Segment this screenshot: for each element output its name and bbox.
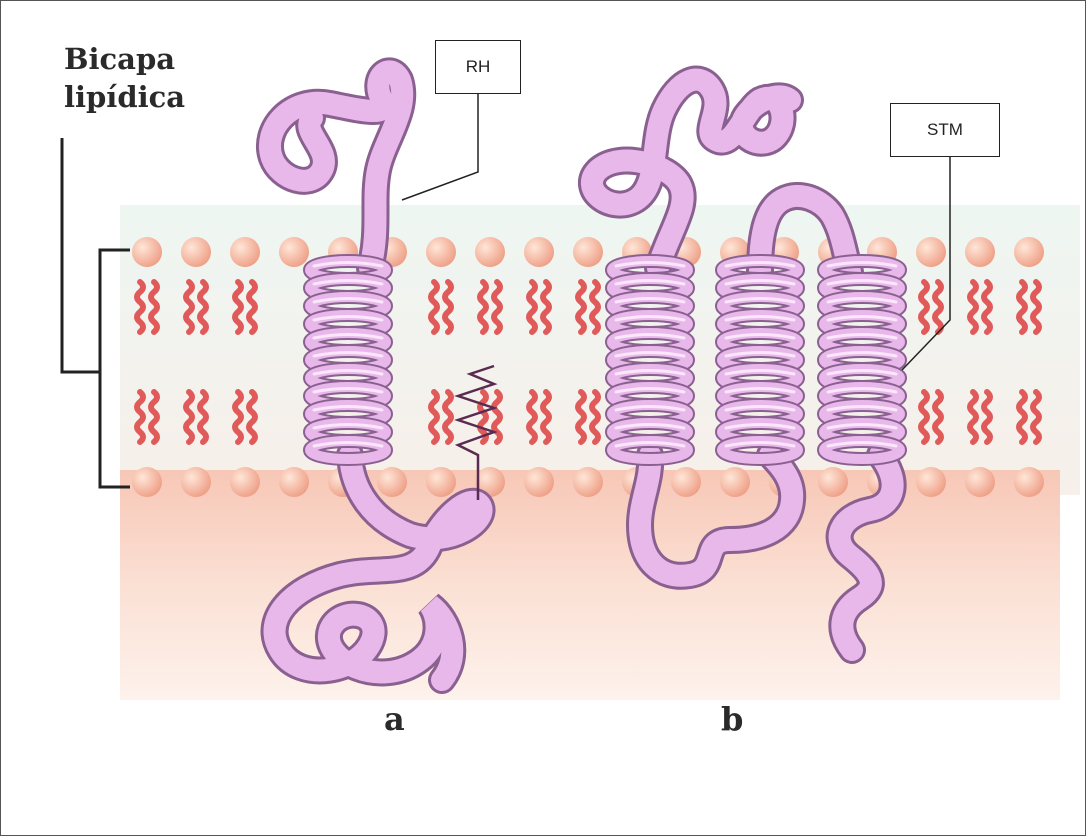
callout-rh: RH bbox=[435, 40, 521, 94]
lipid-head bbox=[1014, 237, 1044, 267]
callout-stm: STM bbox=[890, 103, 1000, 157]
lipid-head bbox=[1014, 467, 1044, 497]
lipid-head bbox=[916, 467, 946, 497]
lipid-head bbox=[524, 467, 554, 497]
lipid-head bbox=[671, 467, 701, 497]
lipid-head bbox=[132, 467, 162, 497]
lipid-head bbox=[965, 237, 995, 267]
protein-b-label: b bbox=[721, 700, 743, 738]
lipid-head bbox=[279, 237, 309, 267]
lipid-head bbox=[181, 467, 211, 497]
bilayer-title: Bicapa lipídica bbox=[64, 40, 185, 116]
lipid-head bbox=[573, 467, 603, 497]
bilayer-bracket bbox=[62, 138, 130, 487]
cytoplasm-region bbox=[120, 470, 1060, 700]
lipid-head bbox=[279, 467, 309, 497]
lipid-head bbox=[230, 237, 260, 267]
lipid-head bbox=[965, 467, 995, 497]
lipid-head bbox=[818, 467, 848, 497]
lipid-head bbox=[573, 237, 603, 267]
lipid-head bbox=[181, 237, 211, 267]
protein-a-label: a bbox=[384, 700, 405, 738]
lipid-head bbox=[230, 467, 260, 497]
lipid-head bbox=[524, 237, 554, 267]
lipid-head bbox=[426, 467, 456, 497]
lipid-head bbox=[720, 467, 750, 497]
lipid-head bbox=[132, 237, 162, 267]
lipid-head bbox=[916, 237, 946, 267]
lipid-head bbox=[475, 237, 505, 267]
lipid-head bbox=[426, 237, 456, 267]
lipid-head bbox=[377, 467, 407, 497]
